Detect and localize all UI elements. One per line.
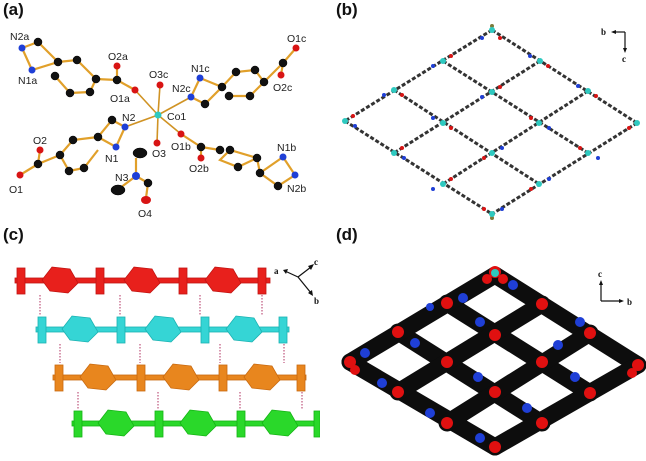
atom-label: O3 [152, 148, 166, 160]
atom-label: N1a [18, 75, 37, 87]
axis-indicator-b: b c [601, 27, 627, 64]
atom-label: N2 [122, 112, 136, 124]
atom-label: O2b [189, 163, 209, 175]
space-filling-diagram: c b [341, 266, 646, 456]
axis-indicator-c: a c b [274, 257, 319, 306]
atom-label: O1 [9, 184, 23, 196]
panel-a: (a) [0, 0, 320, 225]
layer-3 [52, 363, 307, 392]
atom-label: O1b [171, 141, 191, 153]
axis-label-b: b [601, 27, 606, 37]
atom-label: O2a [108, 51, 128, 63]
atom-label: O1c [287, 33, 306, 45]
layer-2 [35, 315, 290, 344]
atom-label: O2c [273, 82, 292, 94]
axis-label-b: b [627, 297, 632, 307]
atom-label: N1b [277, 142, 296, 154]
atom-label: Co1 [167, 111, 186, 123]
coordination-diagram: N2a N1a O2a O3c N1c O1c N2c O2c O1a Co1 … [9, 31, 306, 220]
axis-label-c: c [314, 257, 318, 267]
panel-d: (d) [320, 225, 646, 461]
atom-label: N2c [172, 83, 191, 95]
layer-1 [14, 266, 271, 295]
layer-stacking-diagram: a c b [14, 257, 320, 438]
atom-label: N1c [191, 63, 210, 75]
atom-label: O4 [138, 208, 152, 220]
axis-label-c: c [598, 269, 602, 279]
atom-label: O3c [149, 69, 168, 81]
axis-indicator-d: c b [598, 269, 632, 307]
layer-4 [71, 409, 320, 438]
atom-label: N1 [105, 153, 119, 165]
axis-label-a: a [274, 266, 279, 276]
grid-network-diagram: b c [342, 24, 640, 220]
atom-label: N2b [287, 183, 306, 195]
atom-label: O1a [110, 93, 130, 105]
panel-label-d: (d) [336, 225, 358, 244]
atom-label: N2a [10, 31, 29, 43]
axis-label-c: c [622, 54, 626, 64]
panel-label-a: (a) [3, 0, 24, 19]
atom-label: N3 [115, 172, 129, 184]
panel-label-c: (c) [3, 225, 24, 244]
panel-c: (c) [0, 225, 320, 461]
atom-label: O2 [33, 135, 47, 147]
axis-label-b: b [314, 296, 319, 306]
panel-label-b: (b) [336, 0, 358, 19]
panel-b: (b) [320, 0, 646, 225]
